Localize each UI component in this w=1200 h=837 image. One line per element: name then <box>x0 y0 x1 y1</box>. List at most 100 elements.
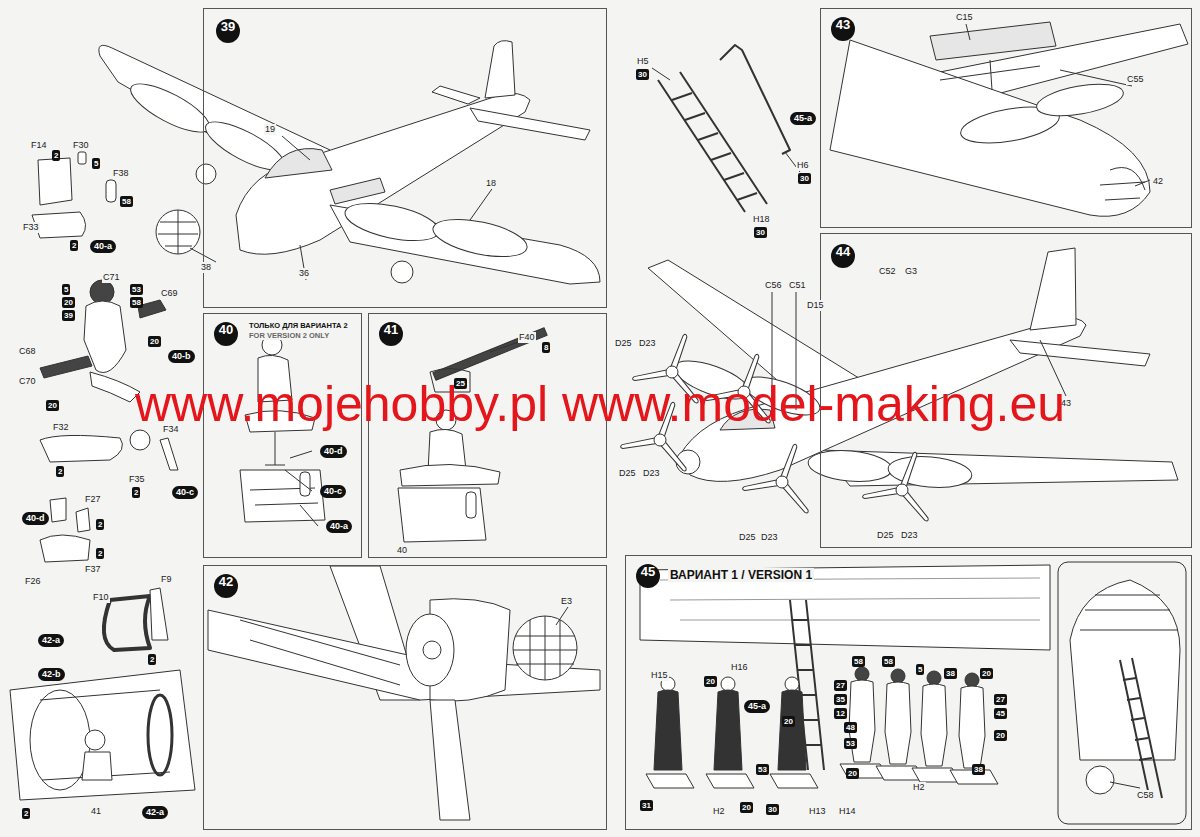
crew-figure <box>706 677 754 788</box>
parking-scene-drawing <box>640 565 1050 650</box>
leader-line <box>282 136 310 160</box>
part-number: F40 <box>518 332 536 343</box>
step-number: 39 <box>216 19 240 43</box>
ladder-drawing <box>720 45 790 154</box>
part-number: D23 <box>642 468 661 479</box>
part-number: F10 <box>92 592 110 603</box>
ladder-drawing <box>672 93 757 200</box>
tail-turret-drawing <box>208 566 600 820</box>
parking-scene-drawing <box>1080 595 1178 630</box>
step-panel: 39 <box>203 8 607 308</box>
gunner-seat-drawing <box>300 472 310 496</box>
paint-code: 2 <box>96 519 104 530</box>
gunner-with-gun-drawing <box>433 328 547 380</box>
tail-turret-drawing <box>430 700 470 820</box>
paint-code: 58 <box>852 656 865 667</box>
spinner <box>776 476 788 488</box>
leader-line <box>1110 782 1140 788</box>
parking-scene-drawing <box>660 578 1040 620</box>
leader-line <box>300 505 318 526</box>
subassembly-badge: 40-b <box>168 350 195 363</box>
crew-figure <box>646 677 694 788</box>
subassembly-badge: 45-a <box>790 112 816 125</box>
paint-code: 2 <box>56 466 64 477</box>
step-number: 41 <box>379 322 403 346</box>
seat-parts <box>40 356 92 378</box>
cockpit-canopy-drawing <box>830 22 1188 216</box>
subassembly-badge: 40-d <box>320 445 347 458</box>
paint-code: 5 <box>92 158 100 169</box>
crew-figure <box>706 774 754 788</box>
paint-code: 53 <box>844 738 857 749</box>
part-number: 19 <box>264 124 276 135</box>
seat-parts <box>130 430 150 450</box>
paint-code: 12 <box>834 708 847 719</box>
paint-code: 20 <box>704 676 717 687</box>
seat-parts <box>50 498 66 522</box>
part-number: F30 <box>72 140 90 151</box>
crew-figure <box>876 669 924 780</box>
paint-code: 20 <box>994 730 1007 741</box>
tail-turret-drawing <box>406 614 454 686</box>
seat-parts <box>78 152 86 164</box>
seat-parts <box>32 212 86 238</box>
gunner-with-gun-drawing <box>400 464 500 486</box>
seat-parts <box>90 372 140 402</box>
ladder-drawing <box>658 72 767 212</box>
crew-figure <box>654 690 682 770</box>
seat-parts <box>160 438 178 470</box>
subassembly-badge: 45-a <box>744 700 770 713</box>
bomber-drawing <box>196 164 216 184</box>
step-number: 45 <box>636 564 660 588</box>
step-panel: 41 <box>368 313 607 558</box>
parking-scene-drawing <box>1070 580 1180 760</box>
fuselage-section-drawing <box>10 670 195 800</box>
parking-scene-drawing <box>640 562 1186 824</box>
bomber-drawing <box>156 210 200 254</box>
part-number: F14 <box>30 140 48 151</box>
crew-figure <box>714 690 742 770</box>
subassembly-badge: 42-b <box>38 668 65 681</box>
crew-figure <box>927 671 941 685</box>
crew-figure <box>891 669 905 683</box>
crew-figures <box>646 667 998 788</box>
paint-code: 27 <box>994 694 1007 705</box>
seat-parts <box>76 508 90 532</box>
crew-figure <box>912 671 960 782</box>
bomber-assembled-drawing <box>1030 248 1076 330</box>
subassembly-badge: 42-a <box>142 806 168 819</box>
paint-code: 20 <box>782 716 795 727</box>
subassembly-badge: 42-a <box>38 634 64 647</box>
tail-turret-drawing <box>423 641 441 659</box>
parking-scene-drawing <box>1058 562 1186 824</box>
paint-code: 48 <box>844 722 857 733</box>
part-number: C69 <box>160 288 179 299</box>
bomber-drawing <box>265 149 332 178</box>
parking-scene-drawing <box>1120 658 1162 800</box>
paint-code: 2 <box>22 808 30 819</box>
leader-line <box>556 604 570 625</box>
part-number: H13 <box>808 806 827 817</box>
paint-code: 31 <box>640 800 653 811</box>
paint-code: 5 <box>62 284 70 295</box>
tail-turret-drawing <box>513 616 577 680</box>
paint-code: 30 <box>766 804 779 815</box>
paint-code: 58 <box>130 297 143 308</box>
paint-code: 53 <box>130 284 143 295</box>
bomber-drawing <box>330 178 385 204</box>
part-number: D15 <box>806 300 825 311</box>
crew-figure <box>785 677 799 691</box>
subassembly-badge: 40-a <box>90 240 116 253</box>
part-number: F37 <box>84 564 102 575</box>
part-number: C68 <box>18 346 37 357</box>
step-panel: 45ВАРИАНТ 1 / VERSION 1 <box>625 555 1192 830</box>
paint-code: 35 <box>834 694 847 705</box>
bomber-drawing <box>470 108 590 140</box>
paint-code: 27 <box>834 680 847 691</box>
crew-figure <box>778 690 806 770</box>
tail-turret-drawing <box>240 620 400 685</box>
parking-scene-drawing <box>1123 678 1152 760</box>
part-number: D23 <box>760 532 779 543</box>
fuselage-section-drawing <box>40 690 170 780</box>
paint-code: 2 <box>70 240 78 251</box>
